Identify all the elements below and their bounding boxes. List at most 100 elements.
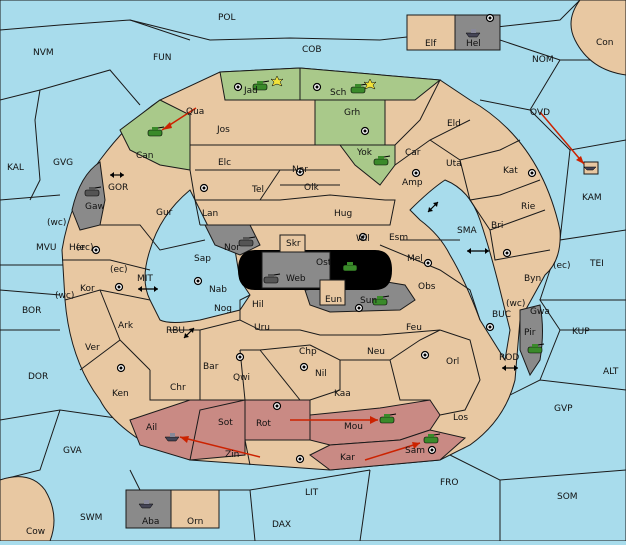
sea-label: COB xyxy=(302,45,322,55)
province-aba[interactable] xyxy=(125,489,172,529)
supply-center-icon xyxy=(360,126,370,136)
tank-icon xyxy=(342,261,360,272)
tank-icon xyxy=(84,186,102,197)
province-label: Sot xyxy=(218,418,233,428)
sea-label: GVA xyxy=(63,446,83,456)
province-label: Nog xyxy=(214,304,232,314)
province-label: Gwa xyxy=(530,307,550,317)
province-label: Ost xyxy=(316,258,332,268)
double-arrow-icon xyxy=(138,286,158,292)
province-cow[interactable] xyxy=(0,476,55,542)
move-arrow-icon xyxy=(179,436,261,458)
tank-icon xyxy=(252,80,270,91)
province-label: Esm xyxy=(389,233,408,243)
province-label: Sch xyxy=(330,88,346,98)
province-con[interactable] xyxy=(570,0,626,76)
province-label: Hug xyxy=(334,209,352,219)
province-label: Qua xyxy=(186,107,204,117)
province-label: Ken xyxy=(112,389,129,399)
tank-icon xyxy=(350,83,368,94)
sea-label: SMA xyxy=(457,226,477,236)
province-eun[interactable] xyxy=(319,279,346,306)
province-label: Yok xyxy=(356,148,373,158)
province-label: Jad xyxy=(243,86,258,96)
tank-icon xyxy=(372,295,390,306)
province-label: Elc xyxy=(218,158,231,168)
province-label: Los xyxy=(453,413,468,423)
province-label: Lan xyxy=(202,209,218,219)
supply-center-icon xyxy=(272,401,282,411)
province-pir[interactable] xyxy=(519,304,543,377)
ship-icon xyxy=(138,500,154,509)
province-label: Hel xyxy=(466,39,481,49)
province-label: Kaa xyxy=(334,389,351,399)
supply-center-icon xyxy=(114,282,124,292)
province-label: Ail xyxy=(146,423,157,433)
sea-label: POL xyxy=(218,13,236,23)
sea-label: (wc) xyxy=(47,218,66,228)
sea-label: BUC xyxy=(492,310,511,320)
sea-label: (wc) xyxy=(506,299,525,309)
sea-label: FUN xyxy=(153,53,172,63)
supply-center-icon xyxy=(199,183,209,193)
province-label: Neu xyxy=(367,347,385,357)
province-label: Orl xyxy=(446,357,459,367)
sea-label: BOR xyxy=(22,306,41,316)
land-labels: Elf Hel Jad Sch Qua Jos Grh Can Elc Nar … xyxy=(69,39,550,527)
sea-label: KAM xyxy=(582,193,602,203)
supply-center-icon xyxy=(427,445,437,455)
supply-center-icon xyxy=(485,322,495,332)
sea-label: (ec) xyxy=(76,243,94,253)
sea-label: MIT xyxy=(137,274,153,284)
province-label: Eun xyxy=(325,295,342,305)
sea-label: DAX xyxy=(272,520,291,530)
move-arrow-icon xyxy=(161,107,197,131)
supply-center-icon xyxy=(358,232,368,242)
explosion-icon xyxy=(270,75,284,87)
province-label: Pir xyxy=(524,328,536,338)
ship-icon xyxy=(583,166,597,171)
province-label: Car xyxy=(405,148,421,158)
units[interactable] xyxy=(84,29,597,509)
move-arrow-icon xyxy=(364,442,421,461)
sea-label: NVM xyxy=(33,48,54,58)
supply-center-icon xyxy=(411,168,421,178)
move-arrow-icon xyxy=(290,416,378,424)
double-arrow-icon xyxy=(110,172,124,178)
inner-sea-sma[interactable] xyxy=(409,179,511,362)
supply-center-icon xyxy=(423,258,433,268)
province-label: Uru xyxy=(254,323,270,333)
province-label: Ver xyxy=(85,343,100,353)
tank-icon xyxy=(238,236,256,247)
tank-icon xyxy=(147,126,165,137)
supply-center-icon xyxy=(295,454,305,464)
province-label: Byn xyxy=(524,274,541,284)
province-label: Nil xyxy=(315,369,327,379)
province-label: Ark xyxy=(118,321,134,331)
supply-center-icon xyxy=(299,362,309,372)
tank-icon xyxy=(263,273,281,284)
supply-center-icon xyxy=(193,276,203,286)
sea-label: MVU xyxy=(36,243,57,253)
double-arrow-icon xyxy=(427,201,439,213)
province-label: Olk xyxy=(304,183,320,193)
supply-center-icon xyxy=(91,245,101,255)
province-label: Wil xyxy=(356,234,370,244)
province-label: Skr xyxy=(286,239,301,249)
ship-icon xyxy=(164,433,180,442)
province-grh[interactable] xyxy=(314,99,386,146)
province-label: Jos xyxy=(216,125,230,135)
province-yok[interactable] xyxy=(339,144,396,186)
province-label: Nor xyxy=(224,243,240,253)
move-arrows xyxy=(161,107,585,461)
sea-label: SOM xyxy=(557,492,578,502)
province-label: Bar xyxy=(203,362,219,372)
province-label: Kat xyxy=(503,166,518,176)
province-label: Can xyxy=(136,151,154,161)
sea-label: KAL xyxy=(7,163,24,173)
province-skr[interactable] xyxy=(279,234,306,253)
province-elf[interactable] xyxy=(406,14,456,51)
province-orn[interactable] xyxy=(170,489,220,529)
